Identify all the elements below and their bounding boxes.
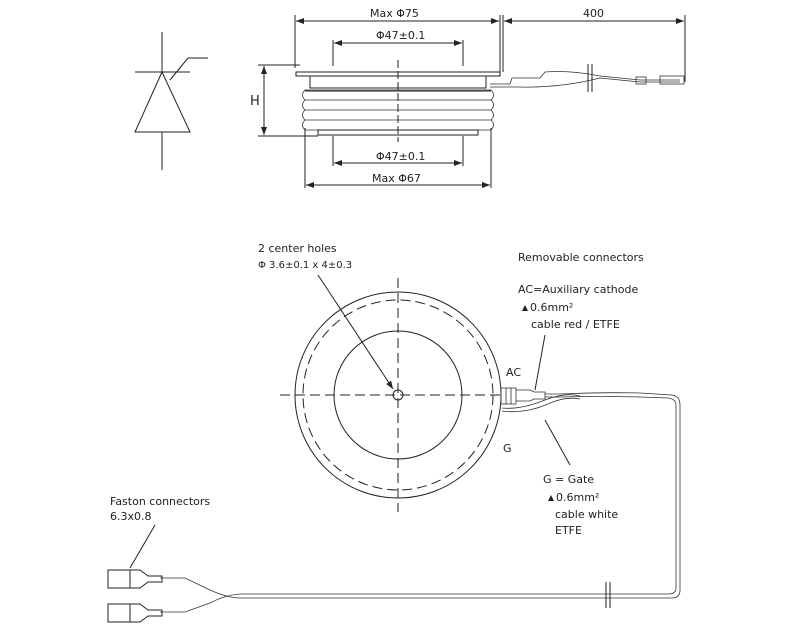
center-holes-dim: Φ 3.6±0.1 x 4±0.3 xyxy=(258,260,352,271)
cross-section-icon xyxy=(548,495,554,501)
gate-cable-type: cable white xyxy=(555,508,618,521)
faston-connector-bottom-icon xyxy=(107,603,163,623)
gate-cable-material: ETFE xyxy=(555,524,582,537)
faston-size: 6.3x0.8 xyxy=(110,510,152,523)
dim-h-label: H xyxy=(250,94,260,109)
g-tag: G xyxy=(503,442,512,455)
dim-47-top-label: Φ47±0.1 xyxy=(376,29,425,42)
ac-tag: AC xyxy=(506,366,521,379)
center-holes-label: 2 center holes xyxy=(258,242,337,255)
side-view xyxy=(258,15,686,188)
dim-max67-label: Max Φ67 xyxy=(372,172,421,185)
thyristor-symbol-icon xyxy=(134,32,208,170)
top-view xyxy=(129,274,681,613)
ac-description: AC=Auxiliary cathode xyxy=(518,283,638,296)
faston-connector-top-icon xyxy=(107,569,163,589)
dim-max75-label: Max Φ75 xyxy=(370,7,419,20)
ac-cable-type: cable red / ETFE xyxy=(531,318,620,331)
removable-connectors-label: Removable connectors xyxy=(518,251,644,264)
dim-400-label: 400 xyxy=(583,7,604,20)
ac-cross-section: 0.6mm² xyxy=(530,301,573,314)
gate-cross-section: 0.6mm² xyxy=(556,491,599,504)
gate-description: G = Gate xyxy=(543,473,594,486)
cross-section-icon xyxy=(522,305,528,311)
dim-47-bottom-label: Φ47±0.1 xyxy=(376,150,425,163)
faston-label: Faston connectors xyxy=(110,495,210,508)
